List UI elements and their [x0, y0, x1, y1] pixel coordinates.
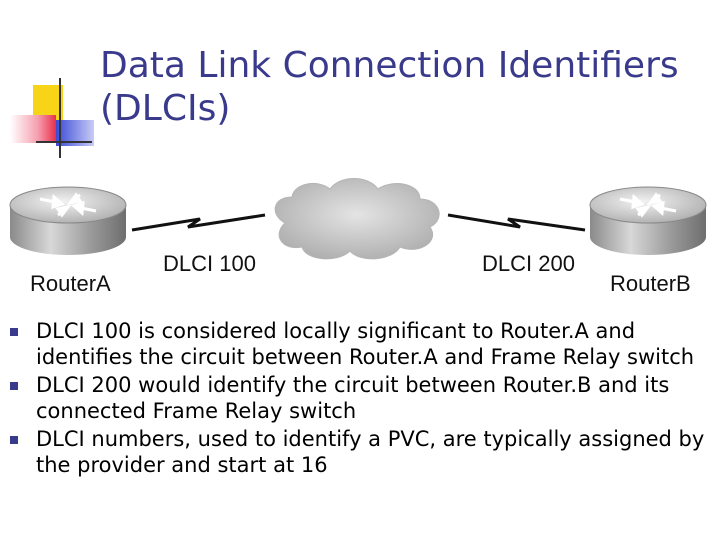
bullet-list: DLCI 100 is considered locally significa… [0, 318, 720, 480]
title-line-2: (DLCIs) [100, 87, 700, 130]
router-a-label: RouterA [30, 271, 111, 296]
bullet-item: DLCI 200 would identify the circuit betw… [0, 372, 720, 424]
bullet-square-icon [10, 328, 18, 336]
dlci-left-label: DLCI 100 [163, 251, 256, 276]
bullet-text: DLCI 200 would identify the circuit betw… [36, 373, 669, 423]
bullet-text: DLCI numbers, used to identify a PVC, ar… [36, 427, 704, 477]
link-left-icon [132, 215, 265, 230]
router-b-icon [590, 187, 706, 255]
title-line-1: Data Link Connection Identifiers [100, 44, 700, 87]
bullet-square-icon [10, 436, 18, 444]
dlci-right-label: DLCI 200 [482, 251, 575, 276]
slide-title: Data Link Connection Identifiers (DLCIs) [100, 44, 700, 130]
bullet-text: DLCI 100 is considered locally significa… [36, 319, 694, 369]
router-b-label: RouterB [610, 271, 691, 296]
router-a-icon [10, 187, 126, 255]
frame-relay-cloud-icon [275, 179, 439, 259]
bullet-item: DLCI numbers, used to identify a PVC, ar… [0, 426, 720, 478]
frame-relay-diagram: RouterA RouterB DLCI 100 DLCI 200 [0, 175, 720, 305]
slide-logo [0, 0, 100, 170]
bullet-square-icon [10, 382, 18, 390]
link-right-icon [448, 215, 585, 230]
bullet-item: DLCI 100 is considered locally significa… [0, 318, 720, 370]
